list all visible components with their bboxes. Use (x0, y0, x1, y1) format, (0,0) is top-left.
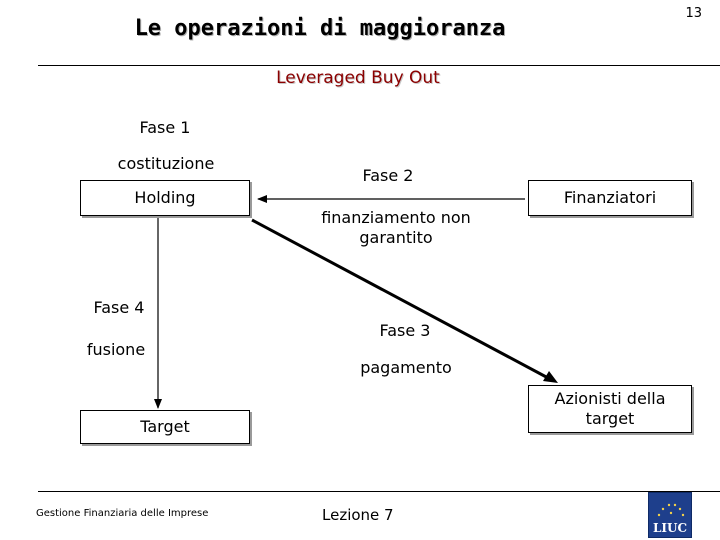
footer-course: Gestione Finanziaria delle Imprese (36, 508, 209, 519)
page-number: 13 (685, 6, 702, 21)
phase4-title: Fase 4 (93, 298, 145, 317)
node-target: Target (80, 410, 250, 444)
node-holding: Holding (80, 180, 250, 216)
phase1-desc: costituzione (117, 154, 215, 173)
node-finanziatori-label: Finanziatori (563, 188, 657, 207)
node-azionisti-label: Azionisti della target (554, 389, 666, 428)
phase2-title: Fase 2 (362, 166, 414, 185)
phase2-desc: finanziamento non garantito (321, 208, 471, 247)
node-azionisti: Azionisti della target (528, 385, 692, 433)
arrowhead-azionisti (543, 371, 558, 383)
footer-lecture: Lezione 7 (322, 506, 394, 524)
node-finanziatori: Finanziatori (528, 180, 692, 216)
phase3-desc: pagamento (360, 358, 452, 377)
liuc-logo: LIUC (648, 492, 692, 538)
phase4-desc: fusione (86, 340, 146, 359)
slide-title: Le operazioni di maggioranza (134, 16, 506, 41)
header-divider (38, 65, 720, 66)
node-holding-label: Holding (134, 188, 196, 207)
logo-stars-icon (657, 503, 685, 517)
diagram-subtitle: Leveraged Buy Out (276, 68, 440, 88)
node-target-label: Target (140, 417, 190, 436)
logo-text: LIUC (652, 521, 688, 535)
arrow-holding-to-azionisti (251, 218, 551, 381)
footer-divider (38, 491, 720, 492)
phase1-title: Fase 1 (139, 118, 191, 137)
phase3-title: Fase 3 (379, 321, 431, 340)
